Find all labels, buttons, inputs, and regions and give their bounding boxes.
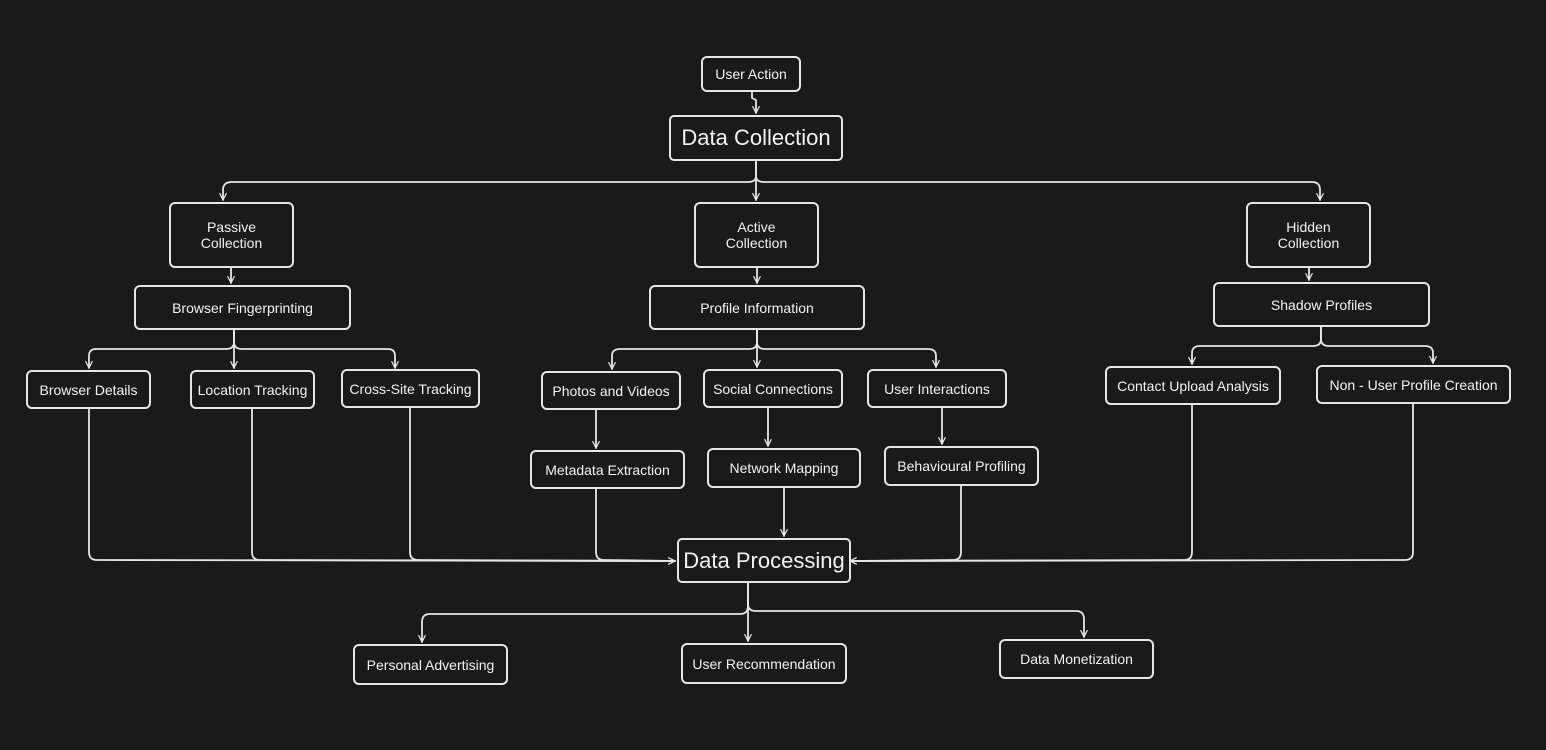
node-shadow-profiles: Shadow Profiles bbox=[1213, 282, 1430, 327]
node-profile-information: Profile Information bbox=[649, 285, 865, 330]
edge-behavioural-to-processing bbox=[849, 485, 962, 565]
node-passive-collection: Passive Collection bbox=[169, 202, 294, 268]
node-cross-site-tracking: Cross-Site Tracking bbox=[341, 369, 480, 408]
edge-shadow-to-non-user bbox=[1320, 326, 1437, 364]
node-user-recommendation: User Recommendation bbox=[681, 643, 847, 684]
node-behavioural-profiling: Behavioural Profiling bbox=[884, 446, 1039, 486]
edge-processing-to-advertising bbox=[418, 582, 749, 643]
node-user-action: User Action bbox=[701, 56, 801, 92]
node-data-processing: Data Processing bbox=[677, 538, 851, 583]
edge-user-action-to-data-collection bbox=[751, 91, 760, 114]
node-user-interactions: User Interactions bbox=[867, 369, 1007, 408]
edge-fingerprinting-to-cross-site bbox=[233, 329, 399, 369]
edge-location-tracking-to-processing bbox=[251, 408, 676, 562]
node-photos-and-videos: Photos and Videos bbox=[541, 371, 681, 410]
node-hidden-collection: Hidden Collection bbox=[1246, 202, 1371, 268]
edge-profile-to-interactions bbox=[756, 329, 940, 368]
edge-data-collection-to-hidden bbox=[755, 161, 1324, 201]
edge-shadow-to-contact-upload bbox=[1188, 326, 1322, 365]
node-network-mapping: Network Mapping bbox=[707, 448, 861, 488]
edge-data-collection-to-passive bbox=[219, 161, 757, 201]
edge-processing-to-monetization bbox=[747, 582, 1088, 638]
edge-non-user-to-processing bbox=[849, 403, 1414, 562]
edge-metadata-to-processing bbox=[595, 488, 676, 562]
node-non-user-profile-creation: Non - User Profile Creation bbox=[1316, 365, 1511, 404]
node-personal-advertising: Personal Advertising bbox=[353, 644, 508, 685]
edge-fingerprinting-to-browser-details bbox=[85, 329, 235, 369]
edge-browser-details-to-processing bbox=[88, 408, 676, 565]
node-metadata-extraction: Metadata Extraction bbox=[530, 450, 685, 489]
edge-cross-site-to-processing bbox=[409, 407, 676, 562]
node-location-tracking: Location Tracking bbox=[190, 370, 315, 409]
node-social-connections: Social Connections bbox=[703, 369, 843, 408]
node-contact-upload-analysis: Contact Upload Analysis bbox=[1105, 366, 1281, 405]
node-data-collection: Data Collection bbox=[669, 115, 843, 161]
node-browser-details: Browser Details bbox=[26, 370, 151, 409]
node-active-collection: Active Collection bbox=[694, 202, 819, 268]
node-data-monetization: Data Monetization bbox=[999, 639, 1154, 679]
node-browser-fingerprinting: Browser Fingerprinting bbox=[134, 285, 351, 330]
edge-profile-to-photos bbox=[608, 329, 758, 370]
